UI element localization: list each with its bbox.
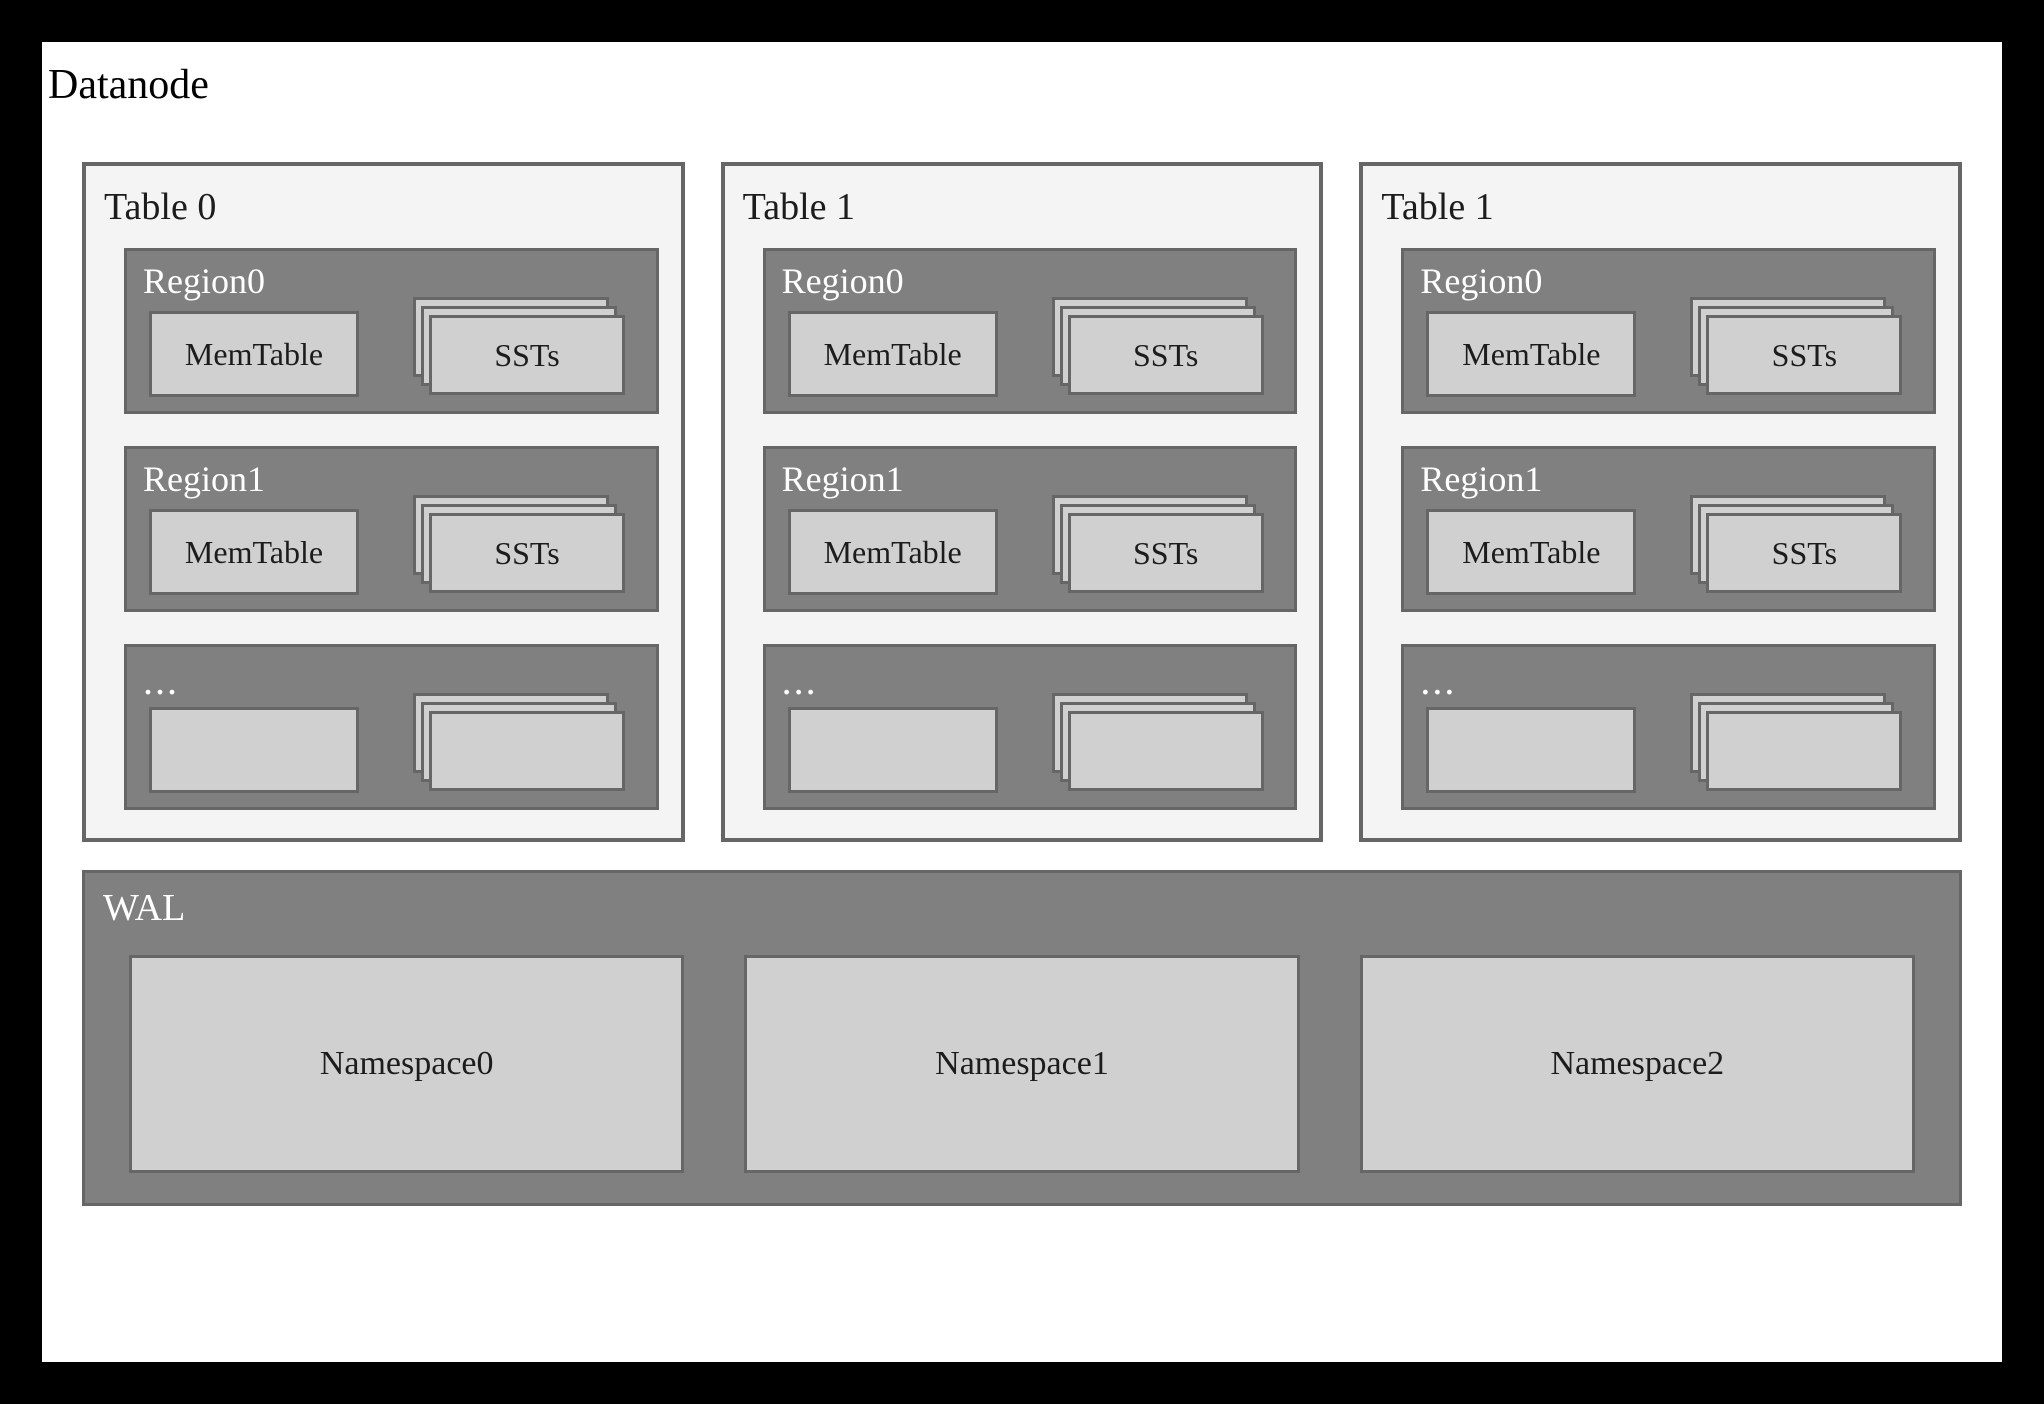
sst-layer-front: SSTs	[1706, 315, 1903, 395]
sst-stack[interactable]: SSTs	[1690, 297, 1903, 397]
namespaces-row: Namespace0 Namespace1 Namespace2	[129, 955, 1915, 1173]
region-ellipsis-label: ...	[1420, 658, 1457, 703]
namespace-box-1[interactable]: Namespace1	[744, 955, 1300, 1173]
memtable-box-placeholder[interactable]	[787, 707, 998, 793]
region-label: Region1	[1420, 459, 1543, 499]
table-panel-2[interactable]: Table 1 Region0 MemTable SSTs Region1	[1359, 162, 1963, 842]
region-box-more[interactable]: ...	[1401, 644, 1937, 810]
memtable-box-placeholder[interactable]	[149, 707, 359, 793]
table-title: Table 0	[104, 186, 217, 228]
region-body: MemTable SSTs	[787, 495, 1277, 595]
region-body: MemTable SSTs	[149, 297, 638, 397]
sst-layer-front	[1706, 711, 1903, 791]
namespace-box-0[interactable]: Namespace0	[129, 955, 685, 1173]
region-box[interactable]: Region0 MemTable SSTs	[762, 248, 1298, 414]
sst-layer-front: SSTs	[429, 315, 625, 395]
table-title: Table 1	[742, 186, 856, 228]
table-panel-0[interactable]: Table 0 Region0 MemTable SSTs Region1	[82, 162, 685, 842]
region-label: Region0	[1420, 261, 1543, 301]
memtable-box[interactable]: MemTable	[1426, 311, 1637, 397]
sst-layer-front: SSTs	[1067, 513, 1264, 593]
sst-stack[interactable]: SSTs	[1051, 297, 1264, 397]
wal-bar[interactable]: WAL Namespace0 Namespace1 Namespace2	[82, 870, 1962, 1206]
table-title: Table 1	[1381, 186, 1494, 228]
namespace-box-2[interactable]: Namespace2	[1359, 955, 1915, 1173]
sst-stack[interactable]: SSTs	[1690, 495, 1903, 595]
memtable-box[interactable]: MemTable	[149, 509, 359, 595]
sst-stack[interactable]: SSTs	[413, 297, 625, 397]
sst-layer-front: SSTs	[429, 513, 625, 593]
region-box[interactable]: Region1 MemTable SSTs	[762, 446, 1298, 612]
sst-stack-placeholder[interactable]	[1051, 693, 1264, 793]
sst-stack[interactable]: SSTs	[1051, 495, 1264, 595]
region-box[interactable]: Region0 MemTable SSTs	[124, 248, 659, 414]
memtable-box[interactable]: MemTable	[1426, 509, 1637, 595]
sst-layer-front	[1067, 711, 1264, 791]
memtable-box[interactable]: MemTable	[149, 311, 359, 397]
region-label: Region1	[781, 459, 904, 499]
region-box[interactable]: Region1 MemTable SSTs	[1401, 446, 1937, 612]
sst-layer-front: SSTs	[1706, 513, 1903, 593]
region-label: Region1	[143, 459, 265, 499]
region-body: MemTable SSTs	[1426, 297, 1915, 397]
memtable-box-placeholder[interactable]	[1426, 707, 1637, 793]
tables-row: Table 0 Region0 MemTable SSTs Region1	[82, 162, 1963, 842]
page-title: Datanode	[48, 62, 209, 108]
region-label: Region0	[143, 261, 265, 301]
memtable-box[interactable]: MemTable	[787, 311, 998, 397]
region-body	[1426, 693, 1915, 793]
region-box[interactable]: Region1 MemTable SSTs	[124, 446, 659, 612]
regions-stack: Region0 MemTable SSTs Region1 MemTable	[124, 248, 659, 810]
region-body: MemTable SSTs	[787, 297, 1277, 397]
datanode-canvas: Datanode Table 0 Region0 MemTable SSTs	[42, 42, 2002, 1362]
region-box[interactable]: Region0 MemTable SSTs	[1401, 248, 1937, 414]
region-ellipsis-label: ...	[143, 658, 179, 703]
region-body: MemTable SSTs	[1426, 495, 1915, 595]
region-label: Region0	[781, 261, 904, 301]
sst-stack-placeholder[interactable]	[1690, 693, 1903, 793]
sst-layer-front: SSTs	[1067, 315, 1264, 395]
sst-stack-placeholder[interactable]	[413, 693, 625, 793]
sst-layer-front	[429, 711, 625, 791]
wal-label: WAL	[103, 887, 186, 929]
region-body	[787, 693, 1277, 793]
memtable-box[interactable]: MemTable	[787, 509, 998, 595]
regions-stack: Region0 MemTable SSTs Region1 MemTable	[1401, 248, 1937, 810]
region-box-more[interactable]: ...	[124, 644, 659, 810]
table-panel-1[interactable]: Table 1 Region0 MemTable SSTs Region1	[720, 162, 1324, 842]
regions-stack: Region0 MemTable SSTs Region1 MemTable	[762, 248, 1298, 810]
region-body: MemTable SSTs	[149, 495, 638, 595]
region-ellipsis-label: ...	[781, 658, 818, 703]
region-body	[149, 693, 638, 793]
sst-stack[interactable]: SSTs	[413, 495, 625, 595]
region-box-more[interactable]: ...	[762, 644, 1298, 810]
